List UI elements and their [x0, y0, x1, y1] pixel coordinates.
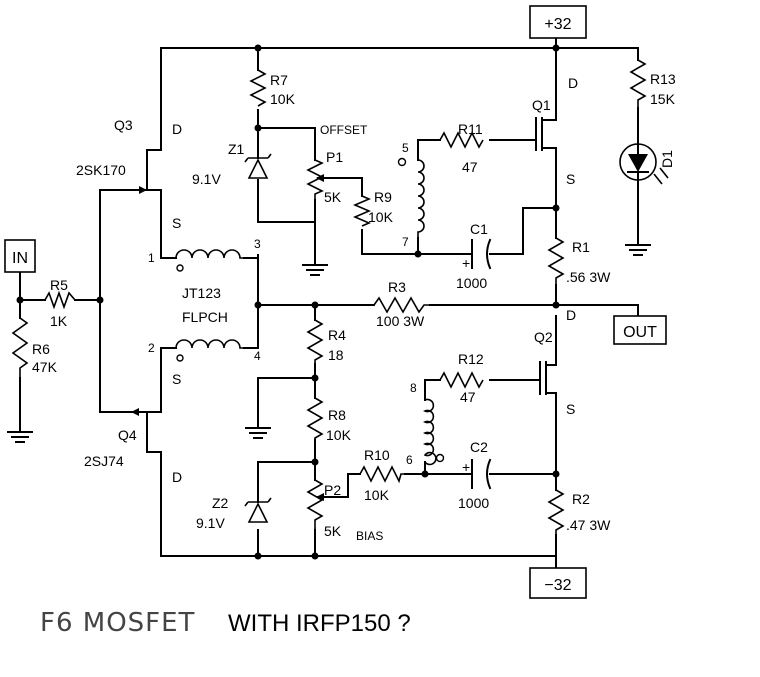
r2-value: .47 3W: [566, 517, 611, 533]
r5-label: R5: [50, 277, 68, 293]
r11-value: 47: [462, 159, 478, 175]
r12-value: 47: [460, 389, 476, 405]
q1-d: D: [568, 75, 578, 91]
junctions: [16, 44, 560, 560]
out-terminal-box: [613, 315, 667, 345]
c1-value: 1000: [456, 275, 487, 291]
neg-rail-box: [529, 567, 587, 599]
xfmr-name-1: JT123: [182, 285, 221, 301]
q4-s: S: [172, 371, 181, 387]
coil-symbols: [175, 157, 445, 466]
neg-rail-label: −32: [544, 577, 571, 594]
q3-d: D: [172, 121, 182, 137]
r8-value: 10K: [326, 427, 352, 443]
c1-label: C1: [470, 221, 488, 237]
q4-d: D: [172, 469, 182, 485]
xfmr-pin-3: 3: [254, 237, 261, 251]
r6-label: R6: [32, 341, 50, 357]
component-labels: Q3 2SK170 D S Q4 2SJ74 S D Q1 D S Q2 D S…: [32, 71, 676, 543]
q3-part: 2SK170: [76, 162, 126, 178]
q3-s: S: [172, 215, 181, 231]
coil-pin-8: 8: [410, 381, 417, 395]
p1-name: OFFSET: [320, 123, 368, 137]
q3-label: Q3: [114, 117, 133, 133]
r10-label: R10: [364, 447, 390, 463]
r10-value: 10K: [364, 487, 390, 503]
pos-rail-label: +32: [544, 16, 571, 33]
led-symbol: [619, 139, 669, 186]
c2-plus: +: [462, 459, 470, 475]
coil-pin-7: 7: [402, 235, 409, 249]
p2-name: BIAS: [356, 529, 383, 543]
r2-label: R2: [572, 491, 590, 507]
p1-value: 5K: [324, 189, 342, 205]
z2-label: Z2: [212, 495, 229, 511]
q2-d: D: [566, 307, 576, 323]
r7-label: R7: [270, 72, 288, 88]
d1-label: D1: [659, 150, 675, 168]
r3-value: 100 3W: [376, 313, 425, 329]
coil-pin-5: 5: [402, 141, 409, 155]
q2-label: Q2: [534, 329, 553, 345]
resistor-symbols: [11, 59, 647, 535]
c2-value: 1000: [458, 495, 489, 511]
c2-label: C2: [470, 439, 488, 455]
pot-wipers: [316, 174, 326, 501]
z1-value: 9.1V: [192, 171, 221, 187]
r6-value: 47K: [32, 359, 58, 375]
r1-label: R1: [572, 239, 590, 255]
caption-title: F6 MOSFET: [40, 608, 196, 638]
p2-label: P2: [324, 482, 341, 498]
xfmr-pin-2: 2: [148, 341, 155, 355]
in-terminal-label: IN: [12, 250, 28, 267]
r1-value: .56 3W: [566, 269, 611, 285]
xfmr-pin-1: 1: [148, 251, 155, 265]
out-terminal-label: OUT: [623, 324, 657, 341]
r4-label: R4: [328, 327, 346, 343]
caption-note: WITH IRFP150 ?: [228, 610, 411, 637]
r7-value: 10K: [270, 91, 296, 107]
p1-label: P1: [326, 149, 343, 165]
r4-value: 18: [328, 347, 344, 363]
in-terminal-box: [4, 239, 36, 273]
q4-label: Q4: [118, 427, 137, 443]
zener-symbols: [244, 139, 272, 523]
r13-value: 15K: [650, 91, 676, 107]
c1-plus: +: [462, 255, 470, 271]
r9-value: 10K: [368, 209, 394, 225]
r5-value: 1K: [50, 313, 68, 329]
q2-s: S: [566, 401, 575, 417]
q1-label: Q1: [532, 97, 551, 113]
pos-rail-box: [529, 5, 587, 39]
r8-label: R8: [328, 407, 346, 423]
r12-label: R12: [458, 351, 484, 367]
ground-symbols: [7, 244, 651, 443]
xfmr-pin-4: 4: [254, 349, 261, 363]
transistor-symbols: [130, 117, 557, 453]
q4-part: 2SJ74: [84, 453, 124, 469]
capacitor-symbols: [471, 238, 492, 490]
xfmr-name-2: FLPCH: [182, 309, 228, 325]
r11-label: R11: [458, 121, 483, 137]
r3-label: R3: [388, 279, 406, 295]
p2-value: 5K: [324, 523, 342, 539]
r9-label: R9: [374, 189, 392, 205]
coil-pin-6: 6: [406, 453, 413, 467]
z1-label: Z1: [228, 141, 245, 157]
z2-value: 9.1V: [196, 515, 225, 531]
q1-s: S: [566, 171, 575, 187]
r13-label: R13: [650, 71, 676, 87]
